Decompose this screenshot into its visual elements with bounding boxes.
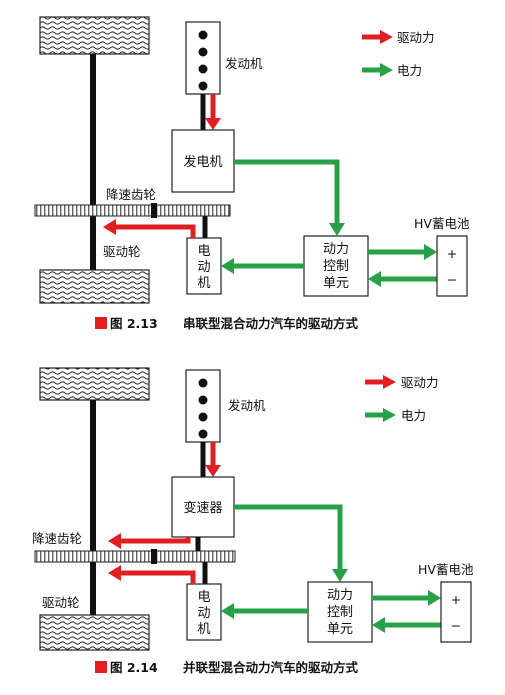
caption-number: 图 2.13 <box>110 316 158 331</box>
gear-hub <box>151 203 157 218</box>
wheel-top <box>39 367 150 401</box>
pcu-label: 单元 <box>327 622 353 637</box>
wheel-top <box>39 16 150 55</box>
legend-electric-label: 电力 <box>397 63 422 78</box>
battery-label: HV蓄电池 <box>414 216 470 231</box>
motor-drive-arrow <box>121 570 196 584</box>
battery-to-pcu-arrow-head <box>372 617 385 633</box>
battery-to-pcu-arrow-head <box>368 271 381 287</box>
motor <box>186 583 222 641</box>
battery-plus: + <box>451 592 461 607</box>
battery-minus: − <box>447 272 457 287</box>
pcu-label: 动力 <box>327 588 353 603</box>
reduction-gear-label: 降速齿轮 <box>106 187 156 202</box>
motor-label: 电 <box>197 590 210 605</box>
reduction-gear <box>34 550 236 563</box>
generator-to-pcu-arrow <box>234 159 340 223</box>
caption-text: 串联型混合动力汽车的驱动方式 <box>183 316 359 331</box>
engine-cylinder <box>198 81 208 91</box>
pcu-to-motor-arrow-head <box>221 258 234 274</box>
pcu-label: 单元 <box>323 276 349 291</box>
power-control-unit <box>307 581 373 643</box>
reduction-gear <box>34 204 231 217</box>
pcu-to-battery-arrow-head <box>428 590 441 606</box>
legend-electric-arrow-head <box>383 408 396 422</box>
motor-drive-arrow-head <box>103 219 116 235</box>
caption-text: 并联型混合动力汽车的驱动方式 <box>183 660 359 675</box>
transmission-to-pcu-arrow <box>234 504 343 569</box>
legend-drive-arrow-head <box>380 30 393 44</box>
legend-drive-label: 驱动力 <box>401 375 439 390</box>
pcu-to-battery-arrow-head <box>424 244 437 260</box>
motor-label: 机 <box>197 276 210 291</box>
caption-square <box>95 317 107 329</box>
engine-cylinder <box>198 64 208 74</box>
wheel-label: 驱动轮 <box>42 595 80 610</box>
legend-drive-arrow-head <box>383 375 396 389</box>
motor-label: 电 <box>197 244 210 259</box>
legend-drive-label: 驱动力 <box>397 30 435 45</box>
drive-arrow-head <box>205 118 221 130</box>
drive-arrow-head <box>205 465 221 477</box>
transmission-to-pcu-arrow-head <box>332 569 348 582</box>
transmission <box>171 476 235 538</box>
generator-label: 发电机 <box>183 154 222 170</box>
transmission-label: 变速器 <box>183 500 222 516</box>
motor-drive-arrow <box>116 224 196 238</box>
reduction-gear-label: 降速齿轮 <box>32 531 82 546</box>
motor-drive-arrow-head <box>108 565 121 581</box>
figure-series: 发动机 发电机 降速齿轮 驱动轮 电 动 机 动力 控制 单元 <box>34 16 470 331</box>
generator-to-pcu-arrow-head <box>329 223 345 236</box>
generator <box>171 129 235 193</box>
engine-cylinder <box>198 30 208 40</box>
wheel-label: 驱动轮 <box>103 244 141 259</box>
hv-battery <box>436 235 468 297</box>
battery-minus: − <box>451 618 461 633</box>
pcu-to-motor-arrow-head <box>221 603 234 619</box>
motor-label: 动 <box>197 606 210 621</box>
gear-hub <box>151 549 157 564</box>
wheel-bottom <box>39 269 150 304</box>
motor <box>186 237 222 295</box>
caption-number: 图 2.14 <box>110 660 158 675</box>
engine-label: 发动机 <box>228 398 266 413</box>
engine-cylinder <box>198 395 208 405</box>
pcu-label: 动力 <box>323 242 349 257</box>
engine-cylinder <box>198 412 208 422</box>
wheel-bottom <box>39 614 150 651</box>
pcu-label: 控制 <box>323 259 349 274</box>
hv-battery <box>440 581 472 643</box>
engine-cylinder <box>198 47 208 57</box>
pcu-label: 控制 <box>327 605 353 620</box>
legend-electric-arrow-head <box>380 63 393 77</box>
engine-label: 发动机 <box>225 56 263 71</box>
motor-label: 动 <box>197 260 210 275</box>
figure-parallel: 发动机 变速器 降速齿轮 驱动轮 电 动 机 动力 控制 单元 <box>32 367 474 675</box>
engine-cylinder <box>198 429 208 439</box>
battery-label: HV蓄电池 <box>418 562 474 577</box>
transmission-drive-arrow-head <box>108 533 121 549</box>
legend-electric-label: 电力 <box>401 408 426 423</box>
motor-label: 机 <box>197 622 210 637</box>
engine-cylinder <box>198 378 208 388</box>
caption-square <box>95 661 107 673</box>
battery-plus: + <box>447 246 457 261</box>
transmission-drive-arrow <box>121 537 191 544</box>
